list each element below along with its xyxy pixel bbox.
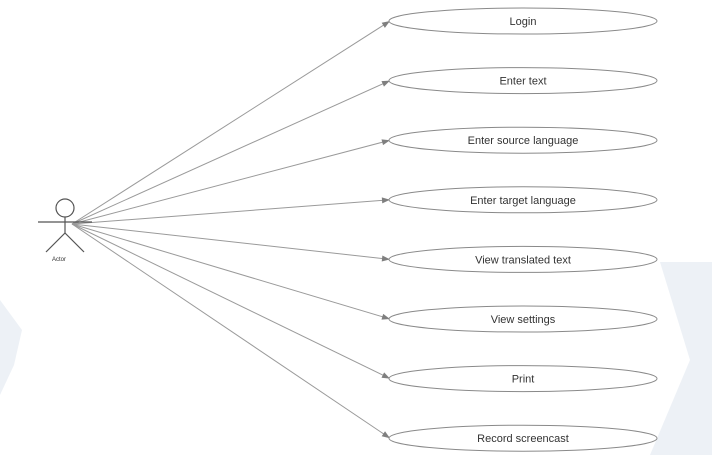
actor-left-leg — [45, 232, 66, 253]
association-line-enter-target-language — [71, 199, 391, 225]
arrow-head-enter-source-language — [381, 139, 390, 146]
use-case-label-view-translated-text: View translated text — [475, 254, 571, 266]
association-line-view-translated-text — [71, 223, 391, 260]
arrow-head-view-settings — [381, 313, 390, 320]
association-lines — [71, 20, 391, 439]
watermark-decoration — [0, 262, 712, 455]
use-case-label-enter-target-language: Enter target language — [470, 195, 576, 207]
use-case-label-record-screencast: Record screencast — [477, 433, 569, 445]
use-case-label-login: Login — [510, 16, 537, 28]
arrow-head-print — [381, 372, 390, 379]
use-case-label-enter-source-language: Enter source language — [468, 135, 579, 147]
watermark-right-chevron — [650, 262, 712, 455]
use-case-label-enter-text: Enter text — [499, 76, 546, 88]
use-case-label-view-settings: View settings — [491, 314, 556, 326]
use-case-login — [388, 7, 658, 35]
use-case-record-screencast — [388, 424, 658, 452]
arrow-head-enter-text — [381, 80, 390, 87]
association-line-print — [71, 223, 391, 380]
association-line-login — [71, 20, 391, 225]
use-case-label-print: Print — [512, 374, 535, 386]
arrow-head-record-screencast — [381, 431, 390, 439]
association-line-enter-text — [71, 80, 391, 225]
use-case-view-translated-text — [388, 245, 658, 273]
arrow-head-view-translated-text — [381, 255, 390, 262]
use-case-enter-source-language — [388, 126, 658, 154]
use-case-view-settings — [388, 305, 658, 333]
association-line-record-screencast — [71, 223, 391, 439]
arrow-head-enter-target-language — [381, 197, 390, 204]
association-line-enter-source-language — [71, 139, 391, 225]
actor-label: Actor — [52, 257, 66, 263]
arrow-head-login — [381, 21, 390, 28]
actor-head — [55, 198, 75, 218]
use-case-print — [388, 365, 658, 393]
use-case-enter-target-language — [388, 186, 658, 214]
actor: Actor — [38, 198, 92, 263]
use-case-enter-text — [388, 67, 658, 95]
association-line-view-settings — [71, 223, 391, 320]
watermark-left-chevron — [0, 300, 22, 395]
actor-right-leg — [64, 232, 85, 253]
